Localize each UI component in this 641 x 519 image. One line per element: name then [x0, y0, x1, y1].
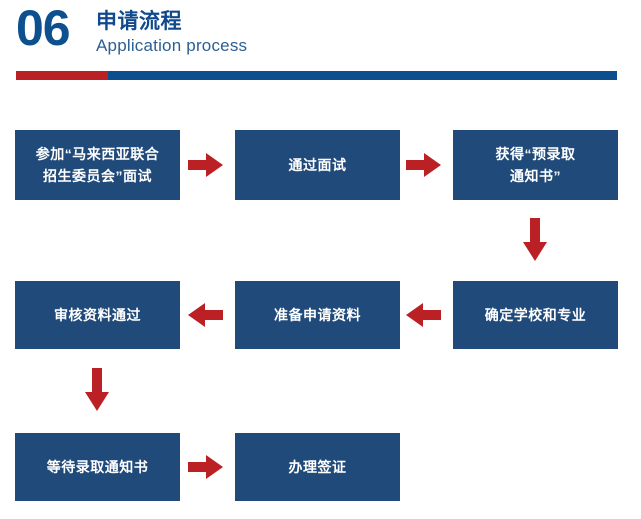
flow-node-choose-school-major[interactable]: 确定学校和专业	[453, 281, 618, 349]
flow-node-join-interview[interactable]: 参加“马来西亚联合 招生委员会”面试	[15, 130, 180, 200]
arrow-down-icon-2	[84, 368, 110, 412]
page-title-english: Application process	[96, 36, 248, 55]
flow-node-pre-admission-letter[interactable]: 获得“预录取 通知书”	[453, 130, 618, 200]
arrow-right-icon-3	[188, 454, 224, 480]
title-block: 申请流程 Application process	[96, 10, 247, 57]
divider-blue-segment	[108, 71, 617, 80]
flow-node-documents-approved[interactable]: 审核资料通过	[15, 281, 180, 349]
flow-node-apply-visa[interactable]: 办理签证	[235, 433, 400, 501]
arrow-left-icon-2	[406, 302, 442, 328]
arrow-left-icon-1	[188, 302, 224, 328]
flow-node-pass-interview[interactable]: 通过面试	[235, 130, 400, 200]
page-header: 06 申请流程 Application process	[0, 0, 641, 90]
header-divider-rule	[16, 71, 617, 80]
divider-red-segment	[16, 71, 108, 80]
arrow-right-icon-1	[188, 152, 224, 178]
flow-node-await-admission-letter[interactable]: 等待录取通知书	[15, 433, 180, 501]
flow-node-prepare-documents[interactable]: 准备申请资料	[235, 281, 400, 349]
arrow-right-icon-2	[406, 152, 442, 178]
section-number: 06	[16, 0, 71, 56]
arrow-down-icon-1	[522, 218, 548, 262]
page-title-chinese: 申请流程	[96, 10, 182, 33]
